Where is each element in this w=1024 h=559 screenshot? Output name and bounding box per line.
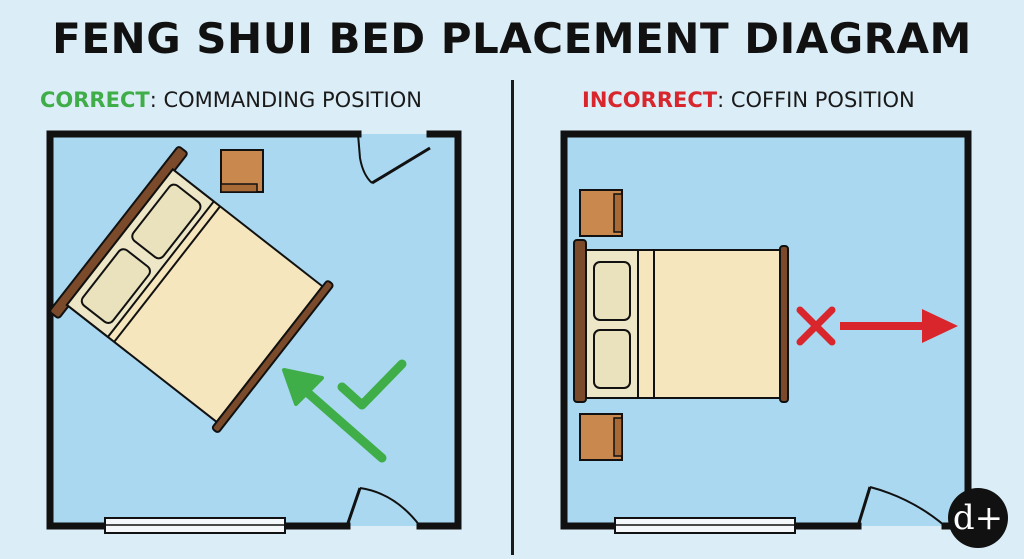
left-caption: CORRECT: COMMANDING POSITION <box>40 88 422 112</box>
correct-label: CORRECT <box>40 88 150 112</box>
left-room-walls <box>46 130 462 530</box>
incorrect-label: INCORRECT <box>582 88 718 112</box>
right-bed-headboard <box>573 239 587 403</box>
left-nightstand <box>220 149 264 193</box>
left-bed-pillow-1 <box>80 248 151 324</box>
right-bottom-door <box>856 486 946 527</box>
right-nightstand-top <box>579 189 623 237</box>
brand-logo: d+ <box>948 488 1008 548</box>
door-alignment-arrow <box>840 309 958 343</box>
left-top-door <box>357 133 431 185</box>
right-nightstand-bottom <box>579 413 623 461</box>
left-bed-pillow-2 <box>131 183 202 260</box>
right-bed-pillow-1 <box>593 261 631 321</box>
right-bed-pillow-2 <box>593 329 631 389</box>
diagram-title: FENG SHUI BED PLACEMENT DIAGRAM <box>52 14 972 63</box>
left-bed-footboard <box>211 280 334 433</box>
commanding-view-arrow <box>282 368 387 463</box>
commanding-position-label: : COMMANDING POSITION <box>149 88 422 112</box>
left-bed <box>49 146 334 433</box>
panel-divider <box>511 80 514 555</box>
right-bed-footboard <box>779 245 789 403</box>
left-bottom-door <box>345 487 421 527</box>
right-bed <box>573 239 789 403</box>
right-caption: INCORRECT: COFFIN POSITION <box>582 88 915 112</box>
right-window <box>614 517 796 534</box>
left-window <box>104 517 286 534</box>
correct-check-icon <box>337 359 407 410</box>
incorrect-x-icon <box>796 306 836 346</box>
coffin-position-label: : COFFIN POSITION <box>717 88 915 112</box>
